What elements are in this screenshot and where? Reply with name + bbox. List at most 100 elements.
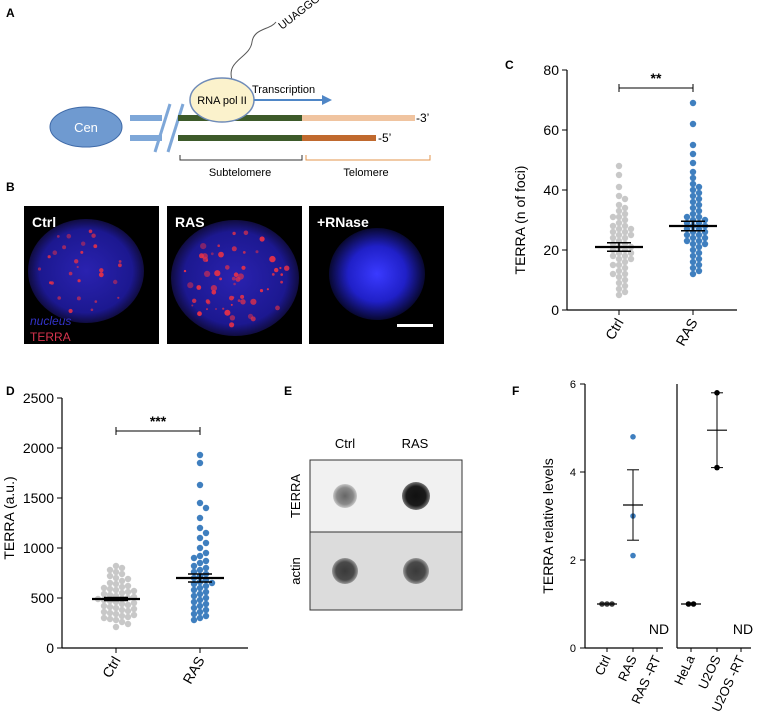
focus xyxy=(229,315,236,321)
x-tick-label: Ctrl xyxy=(99,654,124,681)
focus xyxy=(197,311,202,317)
data-point xyxy=(695,231,703,239)
focus xyxy=(243,230,249,236)
data-point xyxy=(118,606,126,614)
data-point xyxy=(106,591,114,599)
data-point xyxy=(202,529,210,537)
focus xyxy=(217,244,220,247)
data-point xyxy=(615,162,623,170)
legend-nucleus: nucleus xyxy=(30,314,72,328)
focus xyxy=(224,309,231,316)
data-point xyxy=(106,615,114,623)
data-point xyxy=(615,285,623,293)
data-point xyxy=(118,618,126,626)
focus xyxy=(240,299,246,305)
focus xyxy=(199,253,204,259)
data-point xyxy=(196,481,204,489)
focus xyxy=(47,255,51,259)
data-point xyxy=(695,201,703,209)
x-tick-label: RAS xyxy=(615,653,640,684)
focus xyxy=(210,252,214,256)
focus xyxy=(215,308,217,310)
y-tick-label: 60 xyxy=(543,122,559,138)
data-point xyxy=(196,559,204,567)
data-point xyxy=(196,608,204,616)
data-point xyxy=(615,273,623,281)
data-point xyxy=(683,237,691,245)
focus xyxy=(225,265,230,270)
dot-blot-e: Ctrl RAS TERRA actin xyxy=(288,436,463,611)
focus xyxy=(218,251,224,258)
focus xyxy=(255,250,259,254)
focus xyxy=(231,246,237,252)
focus xyxy=(80,250,84,254)
focus xyxy=(233,272,239,277)
focus xyxy=(250,298,257,305)
data-point xyxy=(689,246,697,254)
data-point xyxy=(701,216,709,224)
data-point xyxy=(106,609,114,617)
data-point xyxy=(118,583,126,591)
data-point xyxy=(202,600,210,608)
y-tick-label: 0 xyxy=(570,643,576,655)
focus xyxy=(192,298,197,303)
micrograph-label-ctrl: Ctrl xyxy=(32,214,57,230)
transcript-seq: UUAGGG xyxy=(276,0,322,32)
blot-row-terra: TERRA xyxy=(288,474,303,518)
foci-ras xyxy=(183,230,290,328)
data-point xyxy=(695,213,703,221)
dot-terra-ctrl xyxy=(333,484,357,508)
panel-letter-e: E xyxy=(284,384,293,398)
data-point xyxy=(695,237,703,245)
focus xyxy=(191,304,194,307)
focus xyxy=(233,282,236,286)
focus xyxy=(214,270,221,277)
chart-c-ylabel: TERRA (n of foci) xyxy=(512,166,528,275)
data-point xyxy=(202,557,210,565)
data-point xyxy=(196,499,204,507)
x-tick-label: Ctrl xyxy=(602,316,627,343)
data-point xyxy=(615,219,623,227)
data-point xyxy=(196,534,204,542)
data-point xyxy=(118,589,126,597)
micrograph-ras: RAS xyxy=(167,206,302,344)
legend-terra: TERRA xyxy=(30,330,71,344)
focus xyxy=(81,241,86,246)
focus xyxy=(52,250,58,255)
data-point xyxy=(196,614,204,622)
data-point xyxy=(124,620,132,628)
data-point xyxy=(112,616,120,624)
focus xyxy=(247,313,254,319)
focus xyxy=(50,281,54,285)
y-tick-label: 2000 xyxy=(23,440,54,456)
focus xyxy=(231,296,235,299)
panel-letter-f: F xyxy=(512,384,520,398)
data-point xyxy=(621,216,629,224)
data-point xyxy=(689,234,697,242)
data-point xyxy=(609,228,617,236)
y-tick-label: 20 xyxy=(543,242,559,258)
telomere-label: Telomere xyxy=(343,167,388,179)
data-point xyxy=(689,192,697,200)
data-point xyxy=(190,586,198,594)
data-point xyxy=(196,552,204,560)
data-point xyxy=(621,288,629,296)
data-point xyxy=(100,602,108,610)
data-point xyxy=(621,234,629,242)
focus xyxy=(280,280,283,284)
data-point xyxy=(190,592,198,600)
data-point xyxy=(621,210,629,218)
y-tick-label: 2500 xyxy=(23,390,54,406)
blot-col-ctrl: Ctrl xyxy=(335,436,355,451)
data-point xyxy=(124,601,132,609)
focus xyxy=(90,308,94,312)
data-point xyxy=(112,568,120,576)
focus xyxy=(37,267,42,271)
focus xyxy=(68,308,73,314)
data-point xyxy=(202,594,210,602)
data-point xyxy=(695,267,703,275)
data-point xyxy=(689,99,697,107)
data-point xyxy=(621,276,629,284)
data-point xyxy=(621,228,629,236)
